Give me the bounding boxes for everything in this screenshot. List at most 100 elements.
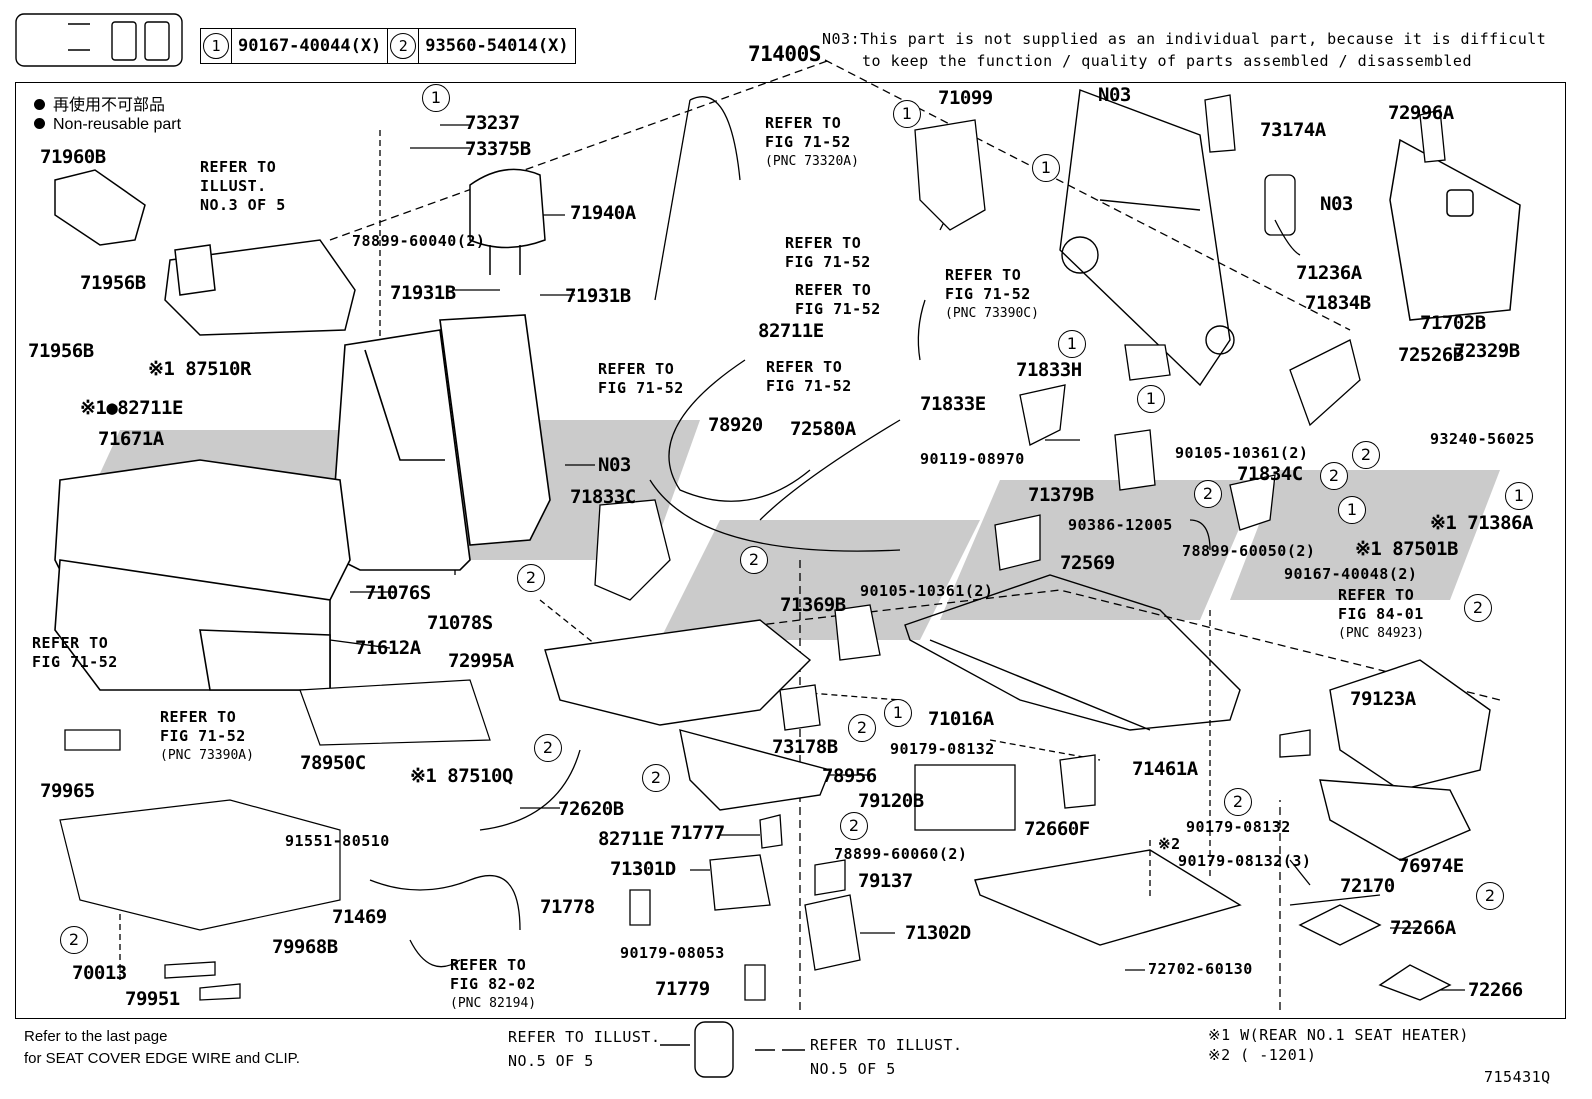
part-label-90179-08132-c[interactable]: 90179-08132(3)	[1178, 852, 1312, 870]
part-label-76974E[interactable]: 76974E	[1398, 855, 1464, 877]
part-label-N03-a[interactable]: N03	[598, 454, 631, 476]
part-label-78956[interactable]: 78956	[822, 765, 877, 787]
part-label-71469[interactable]: 71469	[332, 906, 387, 928]
part-label-73375B[interactable]: 73375B	[465, 138, 531, 160]
part-label-71078S[interactable]: 71078S	[427, 612, 493, 634]
part-label-N03-c[interactable]: N03	[1320, 193, 1353, 215]
part-label-90386-12005[interactable]: 90386-12005	[1068, 516, 1173, 534]
part-label-71931B-a[interactable]: 71931B	[390, 282, 456, 304]
part-label-73174A[interactable]: 73174A	[1260, 119, 1326, 141]
part-label-93240-56025[interactable]: 93240-56025	[1430, 430, 1535, 448]
part-label-71671A[interactable]: 71671A	[98, 428, 164, 450]
part-label-72526B[interactable]: 72526B	[1398, 344, 1464, 366]
part-label-71016A[interactable]: 71016A	[928, 708, 994, 730]
part-label-71612A[interactable]: 71612A	[355, 637, 421, 659]
part-label-71386A[interactable]: ※1 71386A	[1430, 512, 1533, 534]
part-label-N03-b[interactable]: N03	[1098, 84, 1131, 106]
part-label-72329B[interactable]: 72329B	[1454, 340, 1520, 362]
part-label-71834C[interactable]: 71834C	[1237, 463, 1303, 485]
part-label-star2[interactable]: ※2	[1158, 835, 1181, 853]
footer-refer-b1[interactable]: REFER TO ILLUST.	[810, 1036, 963, 1054]
part-label-72702-60130[interactable]: 72702-60130	[1148, 960, 1253, 978]
part-label-72569[interactable]: 72569	[1060, 552, 1115, 574]
part-label-71379B[interactable]: 71379B	[1028, 484, 1094, 506]
footer-refer-b2[interactable]: NO.5 OF 5	[810, 1060, 896, 1078]
part-label-72266A[interactable]: 72266A	[1390, 917, 1456, 939]
part-label-73237[interactable]: 73237	[465, 112, 520, 134]
part-label-78899-60040[interactable]: 78899-60040(2)	[352, 232, 486, 250]
footer-refer-a2[interactable]: NO.5 OF 5	[508, 1052, 594, 1070]
part-label-82711E-a[interactable]: ※1●82711E	[80, 397, 183, 419]
part-label-71076S[interactable]: 71076S	[365, 582, 431, 604]
part-label-78899-60050[interactable]: 78899-60050(2)	[1182, 542, 1316, 560]
part-label-79137[interactable]: 79137	[858, 870, 913, 892]
part-label-90105-10361-a[interactable]: 90105-10361(2)	[1175, 444, 1309, 462]
part-label-71834B[interactable]: 71834B	[1305, 292, 1371, 314]
part-label-71956B-a[interactable]: 71956B	[80, 272, 146, 294]
part-label-72580A[interactable]: 72580A	[790, 418, 856, 440]
part-label-87501B[interactable]: ※1 87501B	[1355, 538, 1458, 560]
refer-line: FIG 71-52	[160, 727, 246, 745]
part-label-90119-08970[interactable]: 90119-08970	[920, 450, 1025, 468]
part-label-71302D[interactable]: 71302D	[905, 922, 971, 944]
part-label-78920[interactable]: 78920	[708, 414, 763, 436]
part-label-90105-10361-b[interactable]: 90105-10361(2)	[860, 582, 994, 600]
part-label-90179-08132-b[interactable]: 90179-08132	[1186, 818, 1291, 836]
part-label-71777[interactable]: 71777	[670, 822, 725, 844]
part-label-72996A[interactable]: 72996A	[1388, 102, 1454, 124]
part-label-72620B[interactable]: 72620B	[558, 798, 624, 820]
part-label-71778[interactable]: 71778	[540, 896, 595, 918]
part-label-73178B[interactable]: 73178B	[772, 736, 838, 758]
part-label-82711E-c[interactable]: 82711E	[758, 320, 824, 342]
part-label-72170[interactable]: 72170	[1340, 875, 1395, 897]
part-label-71702B[interactable]: 71702B	[1420, 312, 1486, 334]
part-label-71099[interactable]: 71099	[938, 87, 993, 109]
part-label-79123A[interactable]: 79123A	[1350, 688, 1416, 710]
part-label-71779[interactable]: 71779	[655, 978, 710, 1000]
part-label-82711E-b[interactable]: 82711E	[598, 828, 664, 850]
part-label-90179-08132-a[interactable]: 90179-08132	[890, 740, 995, 758]
part-label-71956B-b[interactable]: 71956B	[28, 340, 94, 362]
refer-line: REFER TO	[765, 114, 842, 132]
part-label-71236A[interactable]: 71236A	[1296, 262, 1362, 284]
part-label-79965[interactable]: 79965	[40, 780, 95, 802]
part-label-78950C[interactable]: 78950C	[300, 752, 366, 774]
part-label-72266[interactable]: 72266	[1468, 979, 1523, 1001]
part-label-70013[interactable]: 70013	[72, 962, 127, 984]
part-label-71833C[interactable]: 71833C	[570, 486, 636, 508]
part-label-72660F[interactable]: 72660F	[1024, 818, 1090, 840]
callout-circle: 2	[1224, 788, 1252, 816]
part-label-87510R[interactable]: ※1 87510R	[148, 358, 251, 380]
refer-line: REFER TO	[766, 358, 843, 376]
footer-refer-a1[interactable]: REFER TO ILLUST.	[508, 1028, 661, 1046]
refer-line: REFER TO	[160, 708, 237, 726]
part-label-72995A[interactable]: 72995A	[448, 650, 514, 672]
part-label-71461A[interactable]: 71461A	[1132, 758, 1198, 780]
part-label-71369B[interactable]: 71369B	[780, 594, 846, 616]
part-label-71833H[interactable]: 71833H	[1016, 359, 1082, 381]
part-label-71940A[interactable]: 71940A	[570, 202, 636, 224]
part-label-91551-80510[interactable]: 91551-80510	[285, 832, 390, 850]
part-label-79968B[interactable]: 79968B	[272, 936, 338, 958]
part-label-90167-40048[interactable]: 90167-40048(2)	[1284, 565, 1418, 583]
part-label-71301D[interactable]: 71301D	[610, 858, 676, 880]
part-label-78899-60060[interactable]: 78899-60060(2)	[834, 845, 968, 863]
part-label-87510Q[interactable]: ※1 87510Q	[410, 765, 513, 787]
part-label-79951[interactable]: 79951	[125, 988, 180, 1010]
part-label-79120B[interactable]: 79120B	[858, 790, 924, 812]
part-label-90179-08053[interactable]: 90179-08053	[620, 944, 725, 962]
part-label-71960B[interactable]: 71960B	[40, 146, 106, 168]
part-label-71833E[interactable]: 71833E	[920, 393, 986, 415]
part-label-71931B-b[interactable]: 71931B	[565, 285, 631, 307]
